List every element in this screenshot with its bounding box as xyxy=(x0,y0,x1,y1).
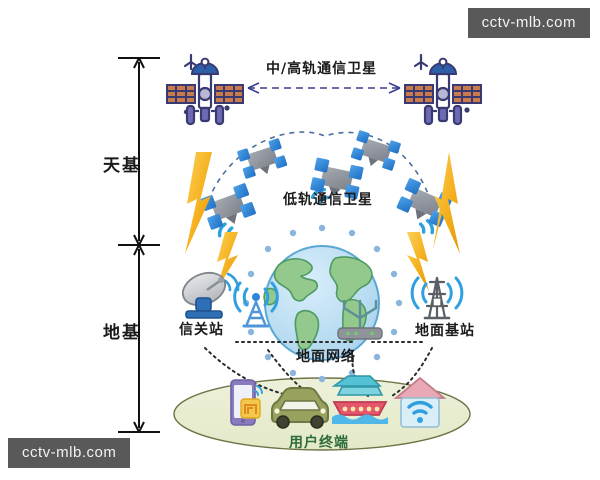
label-ground-network: 地面网络 xyxy=(296,349,356,365)
geo-satellite-right xyxy=(404,53,482,126)
watermark-top-right: cctv-mlb.com xyxy=(467,8,590,38)
ground-base-station-tower xyxy=(410,276,464,320)
geo-satellite-left xyxy=(166,53,244,126)
uplink-bolt-left-outer xyxy=(185,152,212,254)
watermark-bottom-left: cctv-mlb.com xyxy=(8,438,131,468)
gateway-dish xyxy=(181,271,240,319)
vertical-tier-axis xyxy=(118,57,160,433)
label-ground-base-station: 地面基站 xyxy=(415,323,475,339)
network-router xyxy=(337,299,383,340)
leo-satellite-4 xyxy=(310,157,364,205)
label-gateway-station: 信关站 xyxy=(179,322,224,338)
earth-dot-ring xyxy=(242,224,403,383)
leo-signal-waves xyxy=(418,218,435,235)
leo-satellite-3 xyxy=(350,130,401,171)
axis-label-space-tier: 天基 xyxy=(103,156,141,176)
gateway-tower xyxy=(233,281,279,328)
uplink-bolt-right-inner xyxy=(407,232,429,291)
leo-satellite-2 xyxy=(237,138,288,179)
smart-home-terminal xyxy=(393,376,447,428)
label-user-terminals: 用户终端 xyxy=(289,435,349,451)
leo-satellite-1 xyxy=(200,183,256,238)
label-leo-satellites: 低轨通信卫星 xyxy=(283,192,373,208)
smartphone-terminal xyxy=(230,379,263,426)
label-geo-satellites: 中/高轨通信卫星 xyxy=(266,61,378,77)
geo-intersatellite-link xyxy=(247,82,401,94)
axis-label-ground-tier: 地基 xyxy=(103,323,141,343)
car-terminal xyxy=(271,387,329,429)
leo-signal-waves xyxy=(310,187,330,205)
uplink-bolt-right-outer xyxy=(433,152,460,254)
ship-terminal xyxy=(331,375,388,424)
